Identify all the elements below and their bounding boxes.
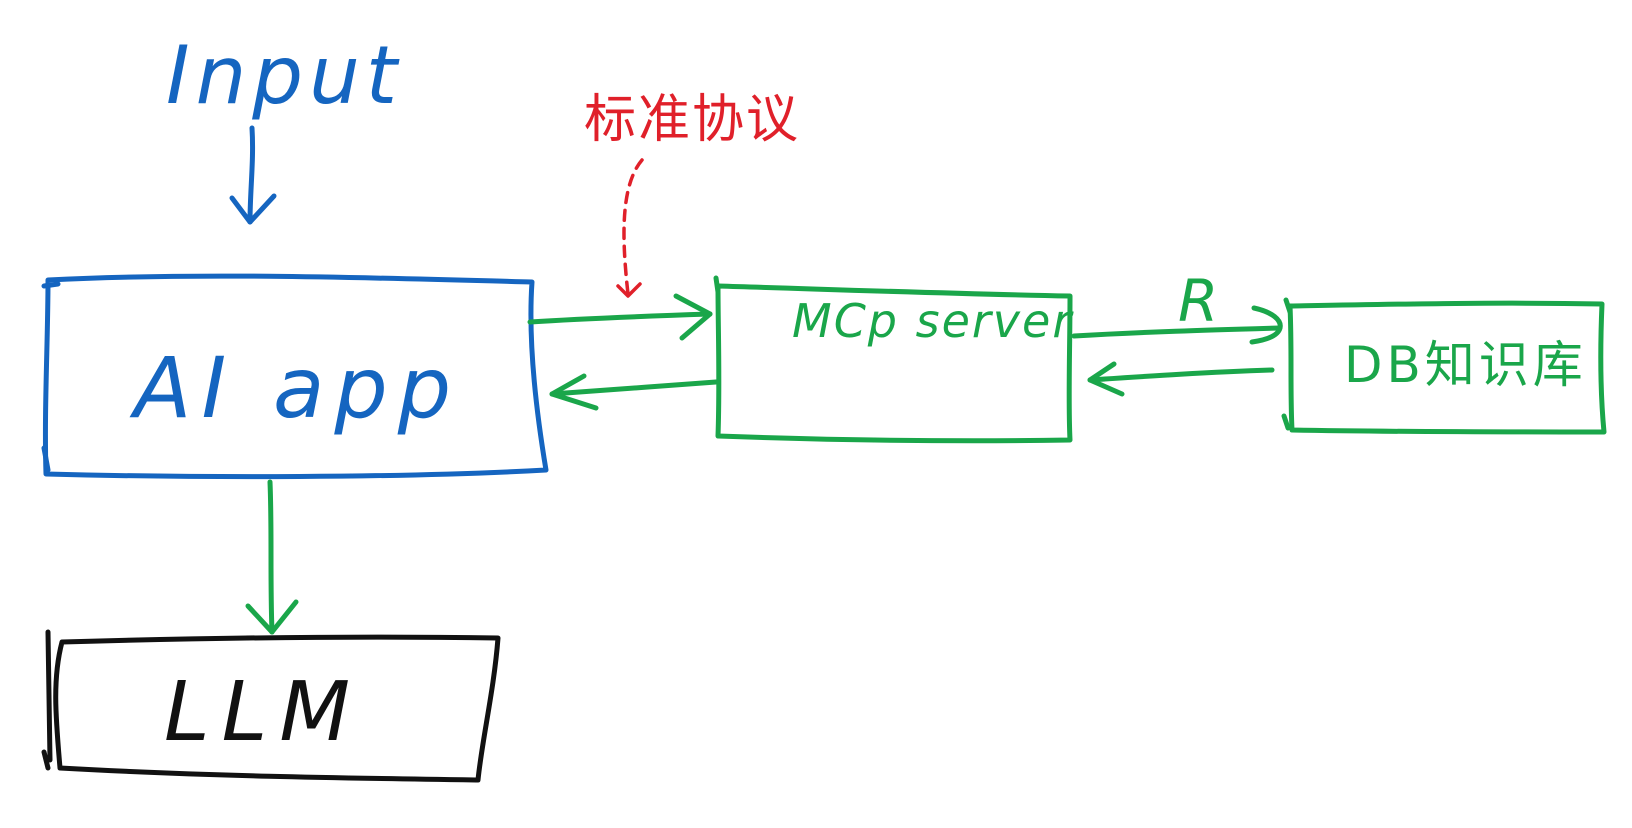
- input-arrowhead: [229, 193, 277, 225]
- mcp-server-label: MCp server: [792, 294, 1074, 348]
- llm-box: [53, 634, 501, 783]
- ai-app-box-corner: [41, 281, 61, 473]
- app-to-mcp-arrowhead: [673, 293, 713, 341]
- db-box: [1287, 300, 1607, 435]
- protocol-label: 标准协议: [584, 90, 801, 150]
- ai-app-label: AI app: [134, 339, 462, 437]
- input-arrow: [247, 125, 256, 225]
- mcp-to-app-arrowhead: [549, 373, 599, 411]
- db-box-tick: [1281, 297, 1293, 431]
- mcp-to-app-arrow: [549, 379, 719, 397]
- input-label: Input: [166, 29, 404, 122]
- app-to-llm-arrow: [267, 479, 275, 635]
- db-label: DB知识库: [1344, 336, 1587, 394]
- llm-box-tick: [41, 629, 53, 771]
- db-to-mcp-arrow: [1087, 367, 1275, 383]
- llm-label: LLM: [164, 665, 363, 760]
- app-to-mcp-arrow: [527, 311, 713, 325]
- mcp-to-db-arrow: [1071, 325, 1283, 339]
- db-to-mcp-arrowhead: [1087, 361, 1125, 397]
- mcp-to-db-arrowhead: [1249, 305, 1283, 345]
- mcp-server-box-tick: [713, 275, 721, 295]
- protocol-dashed-arrowhead: [616, 282, 642, 298]
- r-label: R: [1178, 267, 1219, 335]
- app-to-llm-arrowhead: [245, 599, 299, 635]
- protocol-dashed-arrow: [622, 158, 644, 296]
- mcp-server-box: [715, 283, 1073, 444]
